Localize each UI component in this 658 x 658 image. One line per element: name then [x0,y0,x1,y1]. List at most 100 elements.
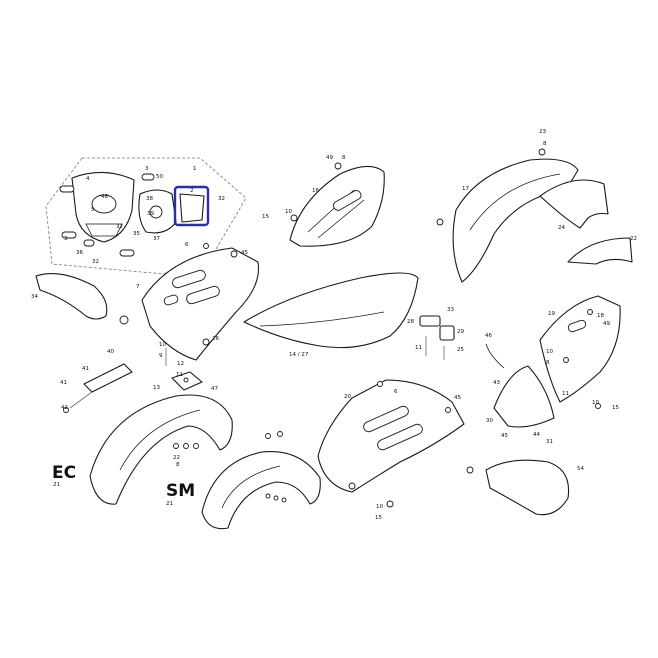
bolt [348,482,356,490]
callout-c4: 4 [86,176,90,182]
callout-c9: 9 [159,353,163,359]
callout-c7: 7 [136,284,140,290]
scoop-vent [186,285,220,305]
cover-vent [377,423,423,451]
bolt [173,443,179,449]
callout-c23: 23 [539,129,546,135]
callout-c14-27: 14 / 27 [289,352,309,358]
callout-c25: 25 [457,347,464,353]
seat [243,272,419,349]
callout-c41a: 41 [82,366,89,372]
bolt [595,403,601,409]
bolt [273,495,279,501]
rubber-grommet [59,185,75,193]
rear-fender-side-panel [539,179,609,229]
number-plate-bracket [83,363,133,393]
callout-c42: 42 [61,405,68,411]
hand-guard-right [485,459,570,516]
callout-c47: 47 [211,386,218,392]
callout-c40: 40 [107,349,114,355]
rear-fender [452,148,579,283]
panel-vent [333,190,362,211]
callout-c45a: 45 [241,250,248,256]
rubber-grommet [141,173,155,181]
callout-c11a: 11 [176,372,183,378]
seat-clip [439,325,455,341]
callout-c19: 19 [548,311,555,317]
hand-guard-left [35,273,108,320]
callout-c5: 5 [91,207,95,213]
bolt [193,443,199,449]
callout-c10e: 10 [376,504,383,510]
bolt [203,243,209,249]
callout-c31: 31 [546,439,553,445]
bolt [183,443,189,449]
callout-c32b: 32 [116,224,123,230]
rubber-grommet [83,239,95,247]
callout-c49a: 49 [326,155,333,161]
callout-c45c: 45 [501,433,508,439]
variant-label-sm: SM [166,481,195,501]
callout-c48: 48 [101,194,108,200]
scoop-vent [172,269,206,289]
bolt [377,381,383,387]
callout-c21b: 21 [166,501,173,507]
callout-c2: 2 [190,188,194,194]
callout-c8b: 8 [543,141,547,147]
mask-bottom-plate [85,223,123,237]
callout-c10c: 10 [546,349,553,355]
callout-c11b: 11 [415,345,422,351]
callout-c44: 44 [533,432,540,438]
callout-c20: 20 [344,394,351,400]
callout-c8a: 8 [342,155,346,161]
bolt [290,214,298,222]
bolt [538,148,546,156]
bolt [230,250,238,258]
mud-flap [567,237,633,265]
callout-c6a: 6 [185,242,189,248]
callout-c15c: 15 [375,515,382,521]
callout-c3b: 3 [64,236,68,242]
radiator-shroud-right [539,295,621,409]
callout-c30: 30 [486,418,493,424]
callout-c16: 16 [312,188,319,194]
bolt [281,497,287,503]
bolt [265,433,271,439]
callout-c15a: 15 [262,214,269,220]
callout-c11c: 11 [562,391,569,397]
rubber-grommet [119,249,135,257]
callout-c17: 17 [462,186,469,192]
seat-bracket-hardware [419,315,455,360]
callout-c29: 29 [457,329,464,335]
bolt [183,377,189,383]
callout-c45b: 45 [454,395,461,401]
callout-c43: 43 [493,380,500,386]
callout-c22b: 22 [173,455,180,461]
shroud-vent [567,319,587,333]
callout-c35: 35 [133,231,140,237]
headlight-assembly [45,157,247,275]
callout-c28: 28 [407,319,414,325]
hand-guard-clip [119,315,129,325]
bolt [63,407,69,413]
bracket-stay [69,391,93,409]
callout-c34: 34 [31,294,38,300]
callout-c10d: 10 [592,400,599,406]
hand-guard-clip [466,466,474,474]
callout-c26: 26 [212,336,219,342]
callout-c13: 13 [153,385,160,391]
callout-c54: 54 [577,466,584,472]
callout-c38: 38 [146,196,153,202]
callout-c39: 39 [147,211,154,217]
bolt [587,309,593,315]
callout-c49b: 49 [603,321,610,327]
callout-c6b: 6 [394,389,398,395]
callout-c21a: 21 [53,482,60,488]
callout-c8c: 8 [546,360,550,366]
callout-c50: 50 [156,174,163,180]
callout-c15b: 15 [612,405,619,411]
bolt [265,493,271,499]
front-fender-sm [201,431,321,530]
callout-c32a: 32 [218,196,225,202]
bolt [563,357,569,363]
